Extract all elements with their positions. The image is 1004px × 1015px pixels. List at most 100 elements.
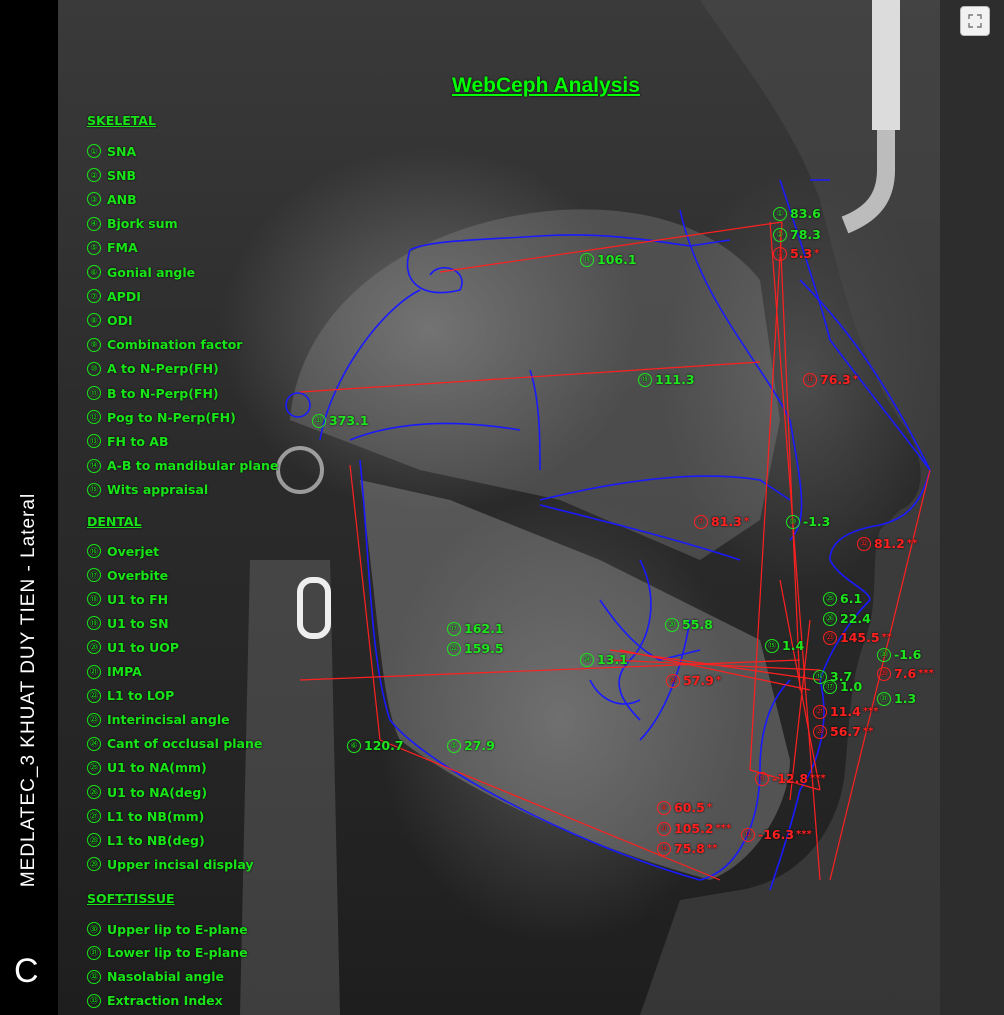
sidebar: MEDLATEC_3 KHUAT DUY TIEN - Lateral C [0, 0, 58, 1015]
significance-stars: *** [810, 773, 826, 784]
measurement-number: ㉘ [813, 724, 827, 739]
measurement-value: 3.7 [830, 669, 853, 684]
measurement-number: ㉘ [666, 673, 680, 688]
analysis-lines [299, 221, 931, 881]
item-number: ⑫ [87, 410, 101, 425]
measurement-number: ⑧ [657, 800, 671, 815]
measurement-number: ⑬ [803, 372, 817, 387]
item-number: ㉑ [87, 664, 101, 679]
measurement-number: ⑦ [694, 514, 708, 529]
section-heading-skeletal: SKELETAL [87, 113, 156, 128]
measurement-number: ⑰ [823, 679, 837, 694]
measurement-number: ⑥ [347, 738, 361, 753]
legend-item: ⑫ Pog to N-Perp(FH) [87, 407, 236, 427]
measurement-value: 22.4 [840, 611, 871, 626]
measurement-number: ㉚ [877, 647, 891, 662]
item-label: U1 to SN [107, 615, 169, 631]
measurement-number: ⑤ [447, 738, 461, 753]
item-label: Gonial angle [107, 264, 196, 280]
measurement-number: ㉓ [823, 630, 837, 645]
legend-item: ㉓ Interincisal angle [87, 710, 230, 730]
measurement-number: ① [773, 206, 787, 221]
significance-stars: ** [906, 538, 918, 549]
measurement-number: ㉜ [857, 536, 871, 551]
measurement-value: 106.1 [597, 252, 637, 267]
item-label: IMPA [107, 664, 142, 679]
fullscreen-button[interactable] [960, 6, 990, 36]
item-label: A to N-Perp(FH) [107, 361, 219, 377]
item-number: ① [87, 144, 101, 158]
item-label: Combination factor [107, 337, 243, 353]
item-label: Bjork sum [107, 216, 178, 232]
item-label: U1 to NA(mm) [107, 760, 207, 776]
item-label: Wits appraisal [107, 482, 209, 498]
significance-stars: ** [706, 843, 718, 854]
item-label: B to N-Perp(FH) [107, 385, 219, 401]
item-number: ⑤ [87, 240, 101, 255]
measurement-value: 76.3 [820, 372, 851, 387]
measurement-number: ㉙ [877, 666, 891, 681]
item-label: Pog to N-Perp(FH) [107, 409, 236, 425]
measurement-number: ㉖ [823, 611, 837, 626]
measurement-value: 1.0 [840, 679, 863, 694]
item-label: Lower lip to E-plane [107, 945, 248, 961]
measurement-value: 1.3 [894, 691, 917, 706]
measurement-value: 159.5 [464, 641, 504, 656]
item-label: A-B to mandibular plane [107, 458, 279, 474]
significance-stars: * [743, 516, 750, 527]
measurement-label: ㉚-1.6 [877, 647, 921, 662]
significance-stars: ** [862, 726, 874, 737]
item-number: ㉜ [87, 969, 101, 984]
measurement-number: ㉑ [657, 821, 671, 836]
nasion-ruler [872, 0, 900, 130]
measurement-value: 81.3 [711, 514, 742, 529]
item-label: U1 to UOP [107, 639, 180, 655]
item-label: Interincisal angle [107, 712, 230, 728]
item-label: ODI [107, 312, 133, 328]
measurement-value: 60.5 [674, 800, 705, 815]
measurement-number: ㉛ [877, 691, 891, 706]
item-label: FH to AB [107, 433, 169, 449]
item-number: ㉘ [87, 833, 101, 848]
item-label: U1 to FH [107, 591, 169, 607]
significance-stars: *** [715, 823, 732, 834]
item-number: ㉓ [87, 712, 101, 727]
measurement-value: 27.9 [464, 738, 495, 753]
measurement-number: ㉝ [312, 413, 326, 428]
significance-stars: *** [862, 706, 879, 717]
measurement-value: 55.8 [682, 617, 713, 632]
measurement-value: 111.3 [655, 372, 695, 387]
measurement-value: 75.8 [674, 841, 705, 856]
item-label: Upper incisal display [107, 856, 254, 872]
